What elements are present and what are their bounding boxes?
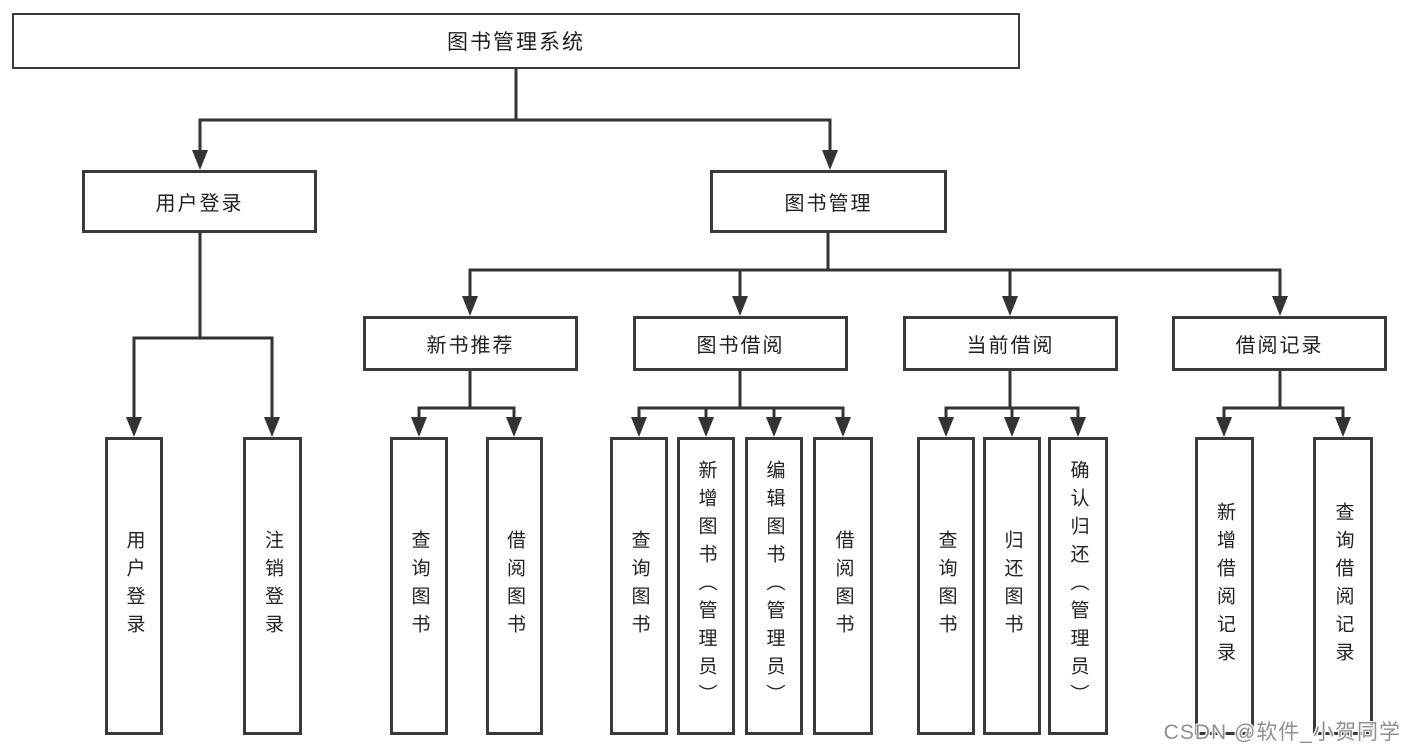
leaf-add-book-admin: 新增图书（管理员） (677, 437, 735, 735)
node-borrow-records: 借阅记录 (1172, 316, 1387, 371)
leaf-label: 查询图书 (408, 530, 430, 642)
leaf-query-books-current: 查询图书 (917, 437, 975, 735)
node-new-book-recommend: 新书推荐 (363, 316, 578, 371)
csdn-watermark: CSDN @软件_小贺同学 (1163, 721, 1401, 744)
node-book-management: 图书管理 (710, 170, 947, 233)
node-root-system: 图书管理系统 (12, 13, 1020, 69)
leaf-label: 用户登录 (123, 530, 145, 642)
leaf-label: 查询借阅记录 (1332, 502, 1354, 670)
node-current-borrow: 当前借阅 (903, 316, 1118, 371)
leaf-edit-book-admin: 编辑图书（管理员） (745, 437, 803, 735)
leaf-confirm-return-admin: 确认归还（管理员） (1048, 437, 1108, 735)
leaf-label: 借阅图书 (504, 530, 525, 642)
leaf-add-borrow-record: 新增借阅记录 (1195, 437, 1254, 735)
leaf-logout: 注销登录 (243, 437, 302, 735)
leaf-label: 编辑图书（管理员） (763, 460, 785, 712)
leaf-label: 注销登录 (262, 530, 283, 642)
leaf-query-books-recommend: 查询图书 (390, 437, 448, 735)
leaf-label: 新增借阅记录 (1214, 502, 1235, 670)
leaf-label: 归还图书 (1001, 530, 1023, 642)
leaf-user-login: 用户登录 (105, 437, 163, 735)
leaf-query-borrow-record: 查询借阅记录 (1313, 437, 1373, 735)
node-user-login-branch: 用户登录 (82, 170, 317, 233)
node-book-borrow: 图书借阅 (633, 316, 848, 371)
leaf-label: 确认归还（管理员） (1067, 460, 1089, 712)
leaf-borrow-books-recommend: 借阅图书 (486, 437, 543, 735)
leaf-label: 查询图书 (628, 530, 650, 642)
leaf-label: 借阅图书 (832, 530, 854, 642)
leaf-label: 新增图书（管理员） (695, 460, 717, 712)
leaf-return-book: 归还图书 (983, 437, 1041, 735)
leaf-query-books-borrow: 查询图书 (610, 437, 668, 735)
leaf-label: 查询图书 (935, 530, 957, 642)
leaf-borrow-books: 借阅图书 (813, 437, 873, 735)
